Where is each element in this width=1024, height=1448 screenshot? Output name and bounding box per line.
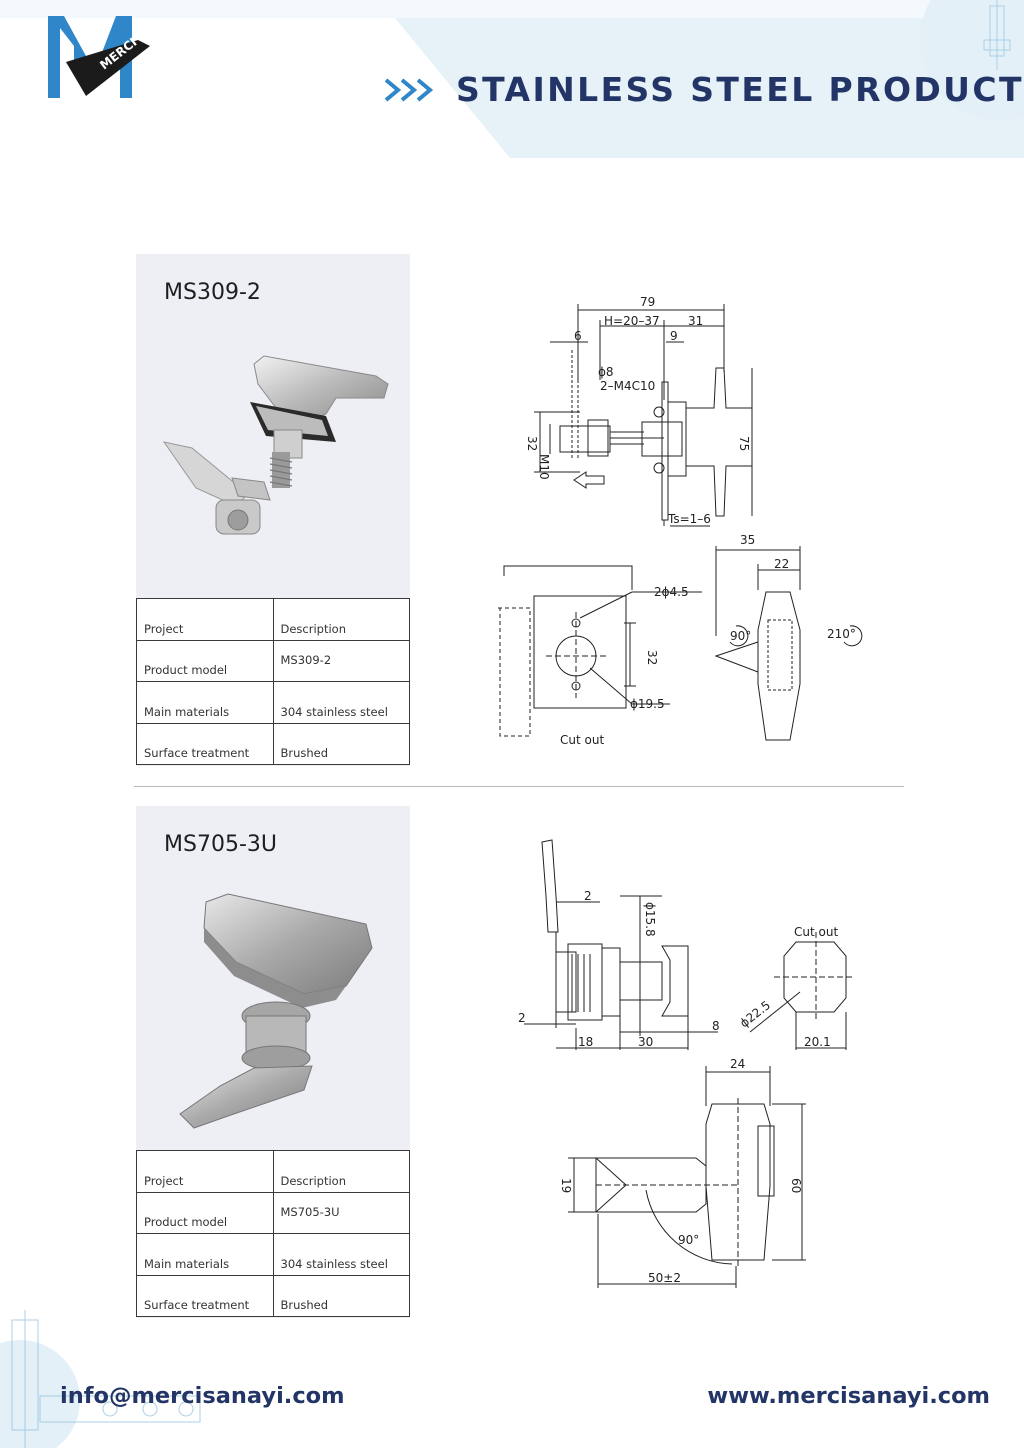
dim-phi22-5: ϕ22.5 xyxy=(737,998,773,1030)
dim-2b: 2 xyxy=(518,1011,526,1025)
dim-phi19-5: ϕ19.5 xyxy=(630,697,665,711)
spec-surface-value: Brushed xyxy=(272,1274,410,1317)
spec-project-label: Project xyxy=(136,598,274,641)
spec-materials-label: Main materials xyxy=(136,681,274,724)
footer-website-link[interactable]: www.mercisanayi.com xyxy=(707,1383,990,1409)
dim-m4: 2–M4C10 xyxy=(600,379,655,393)
spec-materials-value: 304 stainless steel xyxy=(272,1233,410,1276)
technical-drawing-ms705-3u: 2 ϕ15.8 Cut out 2 8 ϕ22.5 18 30 20.1 24 … xyxy=(518,839,852,1288)
dim-79: 79 xyxy=(640,295,655,309)
dim-35: 35 xyxy=(740,533,755,547)
spec-surface-value: Brushed xyxy=(272,722,410,765)
angle-90: 90° xyxy=(730,629,751,643)
technical-drawing-ms309-2: 79 H=20–37 31 6 9 ϕ8 2–M4C10 M10 32 75 T… xyxy=(498,295,863,747)
dim-18: 18 xyxy=(578,1035,593,1049)
spec-description-label: Description xyxy=(272,598,410,641)
cutout-label: Cut out xyxy=(560,733,604,747)
dim-50: 50±2 xyxy=(648,1271,681,1285)
product-model-title: MS309-2 xyxy=(164,280,261,305)
spec-description-label: Description xyxy=(272,1150,410,1193)
cutout-label: Cut out xyxy=(794,925,838,939)
dim-phi8: ϕ8 xyxy=(598,365,614,379)
spec-model-label: Product model xyxy=(136,1191,274,1234)
angle-210: 210° xyxy=(827,627,856,641)
dim-phi15-8: ϕ15.8 xyxy=(643,902,657,937)
product-model-title: MS705-3U xyxy=(164,832,277,857)
blueprint-decoration-icon xyxy=(920,0,1024,120)
dim-31: 31 xyxy=(688,314,703,328)
angle-90: 90° xyxy=(678,1233,699,1247)
spec-materials-label: Main materials xyxy=(136,1233,274,1276)
product-photo-cam-lock xyxy=(179,893,373,1129)
spec-materials-value: 304 stainless steel xyxy=(272,681,410,724)
footer-email-link[interactable]: info@mercisanayi.com xyxy=(60,1383,345,1409)
spec-model-label: Product model xyxy=(136,639,274,682)
dim-hole: 2ϕ4.5 xyxy=(654,585,689,599)
dim-22: 22 xyxy=(774,557,789,571)
spec-project-label: Project xyxy=(136,1150,274,1193)
dim-6: 6 xyxy=(574,329,582,343)
spec-surface-label: Surface treatment xyxy=(136,1274,274,1317)
section-divider xyxy=(134,786,904,787)
spec-model-value: MS705-3U xyxy=(272,1191,410,1234)
page-title: STAINLESS STEEL PRODUCTS xyxy=(456,70,1024,109)
triple-chevron-icon xyxy=(384,78,434,102)
dim-32b: 32 xyxy=(645,650,659,665)
dim-75: 75 xyxy=(737,436,751,451)
dim-19: 19 xyxy=(559,1178,573,1193)
dim-9: 9 xyxy=(670,329,678,343)
merci-logo-icon: MERCI xyxy=(48,16,150,98)
spec-surface-label: Surface treatment xyxy=(136,722,274,765)
spec-model-value: MS309-2 xyxy=(272,639,410,682)
dim-m10: M10 xyxy=(537,454,551,480)
dim-24: 24 xyxy=(730,1057,745,1071)
dim-2a: 2 xyxy=(584,889,592,903)
dim-h: H=20–37 xyxy=(604,314,660,328)
dim-20-1: 20.1 xyxy=(804,1035,831,1049)
blueprint-decoration-icon xyxy=(0,1310,201,1448)
dim-30: 30 xyxy=(638,1035,653,1049)
product-photo-t-handle-lock xyxy=(162,355,389,535)
dim-ts: Ts=1–6 xyxy=(667,512,711,526)
dim-32: 32 xyxy=(525,436,539,451)
dim-8: 8 xyxy=(712,1019,720,1033)
dim-60: 60 xyxy=(789,1178,803,1193)
